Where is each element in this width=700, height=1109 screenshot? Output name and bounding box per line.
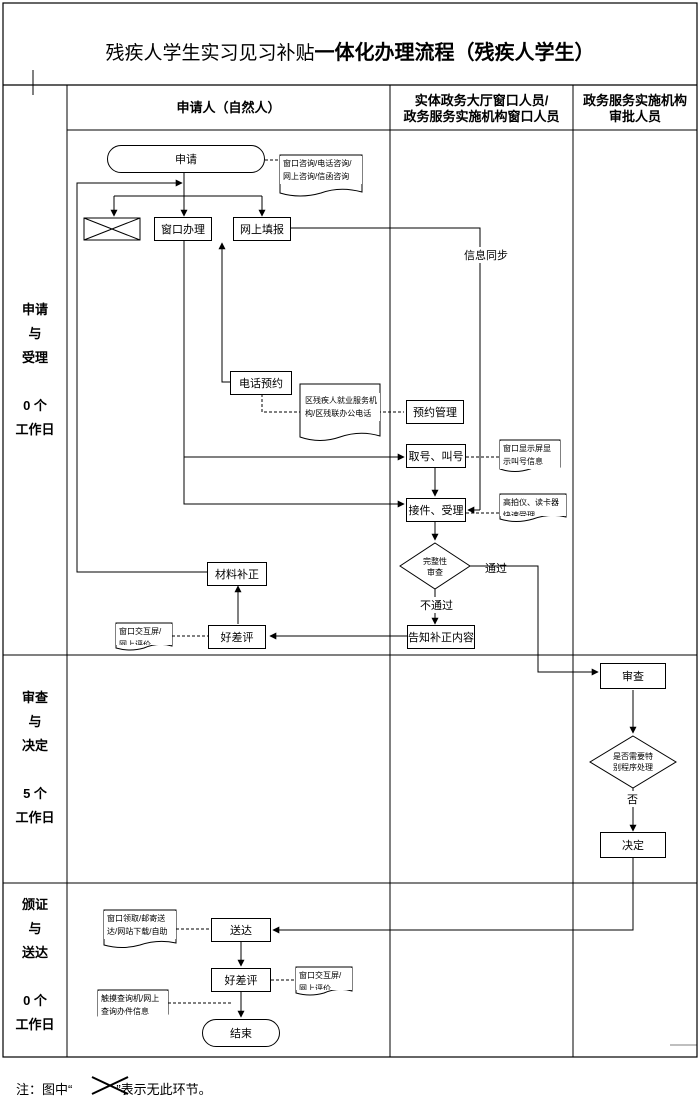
pass-label: 通过 — [485, 563, 507, 575]
decide-node: 决定 — [600, 832, 666, 858]
no-label: 否 — [627, 791, 638, 807]
consult-note: 窗口咨询/电话咨询/网上咨询/信函咨询 — [280, 156, 362, 184]
title-part2: 一体化办理流程（残疾人学生） — [314, 42, 595, 64]
title-part1: 残疾人学生实习见习补贴 — [105, 42, 315, 64]
outer-border — [2, 2, 698, 1058]
phone-no-note: 区残疾人就业服务机构/区残联办公电话 — [302, 393, 380, 421]
window-handle-node: 窗口办理 — [154, 217, 212, 241]
notify-supplement-node: 告知补正内容 — [407, 625, 475, 649]
query-note: 触摸查询机/网上查询办件信息 — [98, 991, 168, 1019]
take-number-node: 取号、叫号 — [406, 444, 466, 468]
column-approver: 政务服务实施机构 审批人员 — [582, 93, 687, 124]
material-supplement-node: 材料补正 — [207, 562, 267, 586]
receive-method-note: 窗口领取/邮寄送达/网站下载/自助 — [104, 911, 176, 939]
receive-accept-node: 接件、受理 — [406, 498, 466, 522]
eval1-note: 窗口交互屏/网上评价 — [116, 624, 172, 645]
no-step-box — [83, 217, 141, 241]
screen-note: 窗口显示屏显示叫号信息 — [500, 441, 560, 469]
phase-accept: 申请与受理 0 个工作日 — [15, 302, 55, 437]
rating2-node: 好差评 — [211, 968, 271, 992]
eval2-note: 窗口交互屏/网上评价 — [296, 968, 352, 990]
footnote-prefix: 注：图中“ — [16, 1082, 73, 1097]
column-applicant: 申请人（自然人） — [176, 100, 281, 115]
not-pass-label: 不通过 — [420, 597, 453, 613]
booking-manage-node: 预约管理 — [406, 400, 464, 424]
column-window-staff: 实体政务大厅窗口人员/ 政务服务实施机构窗口人员 — [403, 93, 560, 124]
footnote-suffix: ”表示无此环节。 — [116, 1082, 212, 1097]
footnote: 注：图中“ ”表示无此环节。 — [16, 1079, 212, 1098]
phase-deliver: 颁证与送达 0 个工作日 — [15, 897, 55, 1032]
review-node: 审查 — [600, 663, 666, 689]
apply-node: 申请 — [107, 145, 265, 173]
online-fill-node: 网上填报 — [233, 217, 291, 241]
special-procedure-decision-label: 是否需要特别程序处理 — [613, 752, 653, 772]
scanner-note: 高拍仪、读卡器快速受理 — [500, 495, 566, 516]
rating1-node: 好差评 — [208, 625, 266, 649]
completeness-decision-label: 完整性审查 — [423, 557, 447, 577]
footnote-x-icon — [91, 1076, 129, 1095]
end-node: 结束 — [202, 1019, 280, 1047]
deliver-node: 送达 — [211, 918, 271, 942]
phase-review: 审查与决定 5 个工作日 — [15, 690, 55, 825]
phone-booking-node: 电话预约 — [230, 371, 292, 395]
info-sync-label: 信息同步 — [462, 247, 510, 263]
page-title: 残疾人学生实习见习补贴一体化办理流程（残疾人学生） — [0, 40, 700, 66]
